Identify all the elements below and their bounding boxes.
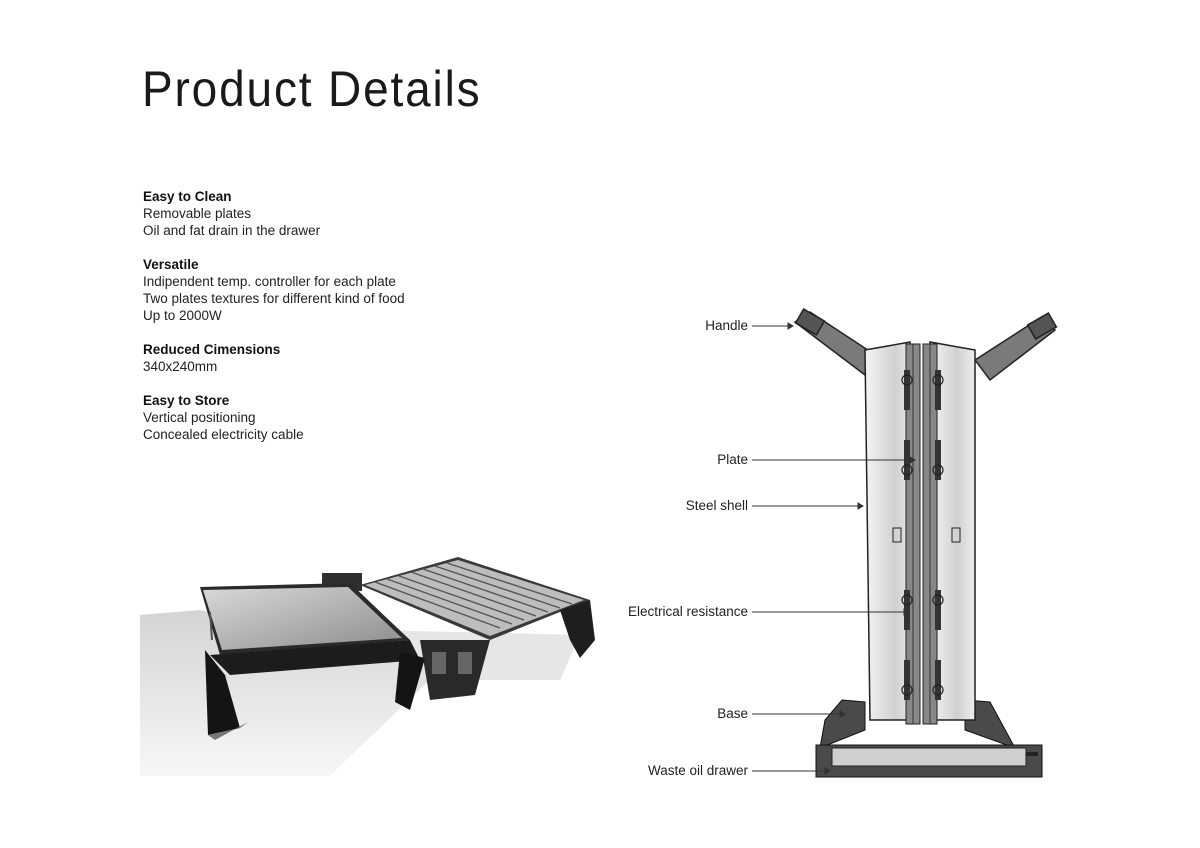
feature-line: Indipendent temp. controller for each pl…: [143, 274, 396, 289]
feature-heading: Easy to Store: [143, 393, 230, 408]
cross-section-illustration: [752, 308, 1058, 778]
feature-versatile: Versatile Indipendent temp. controller f…: [143, 256, 503, 324]
feature-line: Concealed electricity cable: [143, 427, 304, 442]
callout-waste-oil-drawer: Waste oil drawer: [647, 763, 748, 778]
feature-heading: Reduced Cimensions: [143, 342, 281, 357]
feature-reduced-dimensions: Reduced Cimensions 340x240mm: [143, 341, 503, 375]
callout-steel-shell: Steel shell: [685, 498, 748, 513]
feature-line: Two plates textures for different kind o…: [143, 291, 405, 306]
feature-easy-to-store: Easy to Store Vertical positioning Conce…: [143, 392, 503, 443]
feature-heading: Versatile: [143, 257, 199, 272]
grill-illustration: [140, 557, 595, 776]
feature-line: Oil and fat drain in the drawer: [143, 223, 321, 238]
callout-base: Base: [717, 706, 748, 721]
feature-line: Removable plates: [143, 206, 252, 221]
feature-line: Vertical positioning: [143, 410, 256, 425]
callout-electrical-resistance: Electrical resistance: [627, 604, 748, 619]
callout-plate: Plate: [717, 452, 748, 467]
page-title: Product Details: [142, 61, 482, 117]
feature-easy-to-clean: Easy to Clean Removable plates Oil and f…: [143, 188, 503, 239]
feature-line: 340x240mm: [143, 359, 218, 374]
callout-handle: Handle: [705, 318, 748, 333]
feature-heading: Easy to Clean: [143, 189, 232, 204]
feature-line: Up to 2000W: [143, 308, 222, 323]
feature-list: Easy to Clean Removable plates Oil and f…: [143, 188, 503, 460]
